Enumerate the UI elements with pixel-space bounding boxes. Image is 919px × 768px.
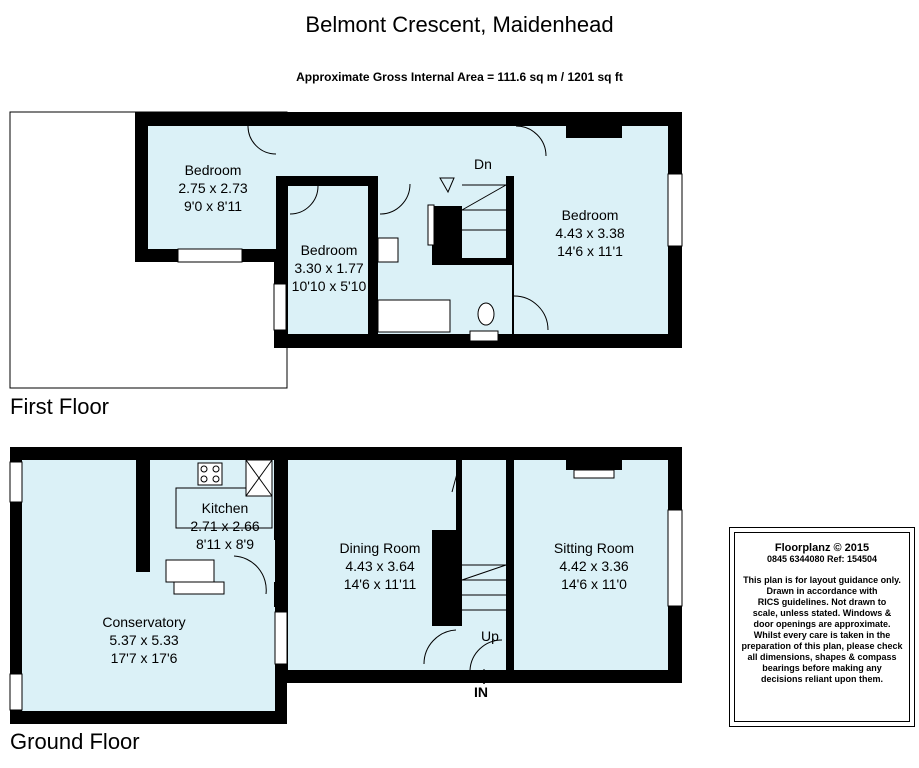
plan-title: Belmont Crescent, Maidenhead	[305, 12, 614, 37]
room-imperial: 14'6 x 11'0	[561, 576, 627, 592]
wall-dining-sitting	[506, 460, 514, 670]
chimney-first	[566, 112, 622, 138]
hob	[197, 462, 223, 486]
disclaimer-line: all dimensions, shapes & compass	[747, 652, 897, 662]
first-floor-label: First Floor	[10, 394, 109, 419]
ref-line: 0845 6344080 Ref: 154504	[766, 554, 878, 564]
stair-fill	[462, 170, 506, 258]
room-metric: 4.43 x 3.38	[555, 225, 625, 241]
entrance-arrow	[477, 668, 491, 684]
wall-kitchen-dining-2	[274, 582, 288, 607]
stair-block	[432, 530, 462, 626]
room-kitchen: Kitchen 2.71 x 2.66 8'11 x 8'9	[176, 499, 274, 553]
disclaimer-line: This plan is for layout guidance only.	[743, 575, 901, 585]
entrance-label: IN	[474, 684, 488, 700]
disclaimer-line: Whilst every care is taken in the	[753, 630, 891, 640]
room-conservatory: Conservatory 5.37 x 5.33 17'7 x 17'6	[84, 613, 204, 667]
window-f2	[273, 283, 287, 331]
room-metric: 2.75 x 2.73	[178, 180, 248, 196]
disclaimer-line: RICS guidelines. Not drawn to	[757, 597, 887, 607]
room-bedroom-2: Bedroom 3.30 x 1.77 10'10 x 5'10	[276, 241, 382, 295]
basin	[377, 237, 399, 263]
disclaimer-line: decisions reliant upon them.	[760, 674, 884, 684]
room-metric: 2.71 x 2.66	[190, 518, 260, 534]
ground-stairs	[461, 564, 507, 611]
room-bedroom-3: Bedroom 4.43 x 3.38 14'6 x 11'1	[530, 206, 650, 260]
room-name: Bedroom	[300, 242, 358, 258]
window-g5	[173, 581, 225, 595]
room-imperial: 14'6 x 11'1	[557, 243, 623, 259]
room-metric: 4.42 x 3.36	[559, 558, 629, 574]
room-metric: 5.37 x 5.33	[109, 632, 179, 648]
gross-area: Approximate Gross Internal Area = 111.6 …	[296, 70, 623, 84]
disclaimer-line: Drawn in accordance with	[766, 586, 878, 596]
room-name: Kitchen	[201, 500, 249, 516]
room-imperial: 17'7 x 17'6	[110, 650, 178, 666]
disclaimer-line: door openings are approximate.	[753, 619, 891, 629]
bedroom-1-fill	[148, 126, 276, 249]
disclaimer-box: Floorplanz © 2015 0845 6344080 Ref: 1545…	[729, 527, 915, 727]
first-door-swings	[247, 125, 549, 331]
room-dining: Dining Room 4.43 x 3.64 14'6 x 11'11	[320, 539, 440, 593]
window-f4	[427, 204, 435, 246]
wc-cistern	[469, 330, 499, 342]
window-g4	[667, 509, 683, 607]
disclaimer-line: bearings before making any	[762, 663, 882, 673]
bath	[377, 299, 451, 333]
window-g3	[274, 611, 288, 665]
room-metric: 3.30 x 1.77	[294, 260, 364, 276]
room-name: Bedroom	[561, 207, 619, 223]
ground-stair-fill	[462, 545, 506, 625]
worktop	[175, 487, 273, 529]
room-imperial: 10'10 x 5'10	[291, 278, 367, 294]
wall-stair	[456, 460, 462, 530]
fireplace-ground	[566, 460, 622, 470]
disclaimer-line: scale, unless stated. Windows &	[752, 608, 892, 618]
ground-door-swings	[233, 469, 503, 671]
room-name: Dining Room	[339, 540, 421, 556]
window-g1	[9, 461, 23, 503]
bedroom-3-fill	[514, 126, 668, 334]
sink	[165, 559, 215, 583]
stair-down-label: Dn	[474, 156, 492, 172]
room-name: Bedroom	[184, 162, 242, 178]
window-g2	[9, 673, 23, 711]
room-imperial: 8'11 x 8'9	[195, 536, 255, 552]
room-name: Sitting Room	[553, 540, 635, 556]
room-imperial: 9'0 x 8'11	[183, 198, 243, 214]
window-f3	[667, 173, 683, 247]
first-stairs	[461, 184, 507, 231]
wall-kitchen-dining	[274, 460, 288, 540]
landing-fill	[276, 126, 514, 176]
stair-up-label: Up	[481, 628, 499, 644]
sitting-fill	[514, 460, 668, 670]
ground-floor-label: Ground Floor	[10, 729, 140, 754]
room-imperial: 14'6 x 11'11	[343, 576, 417, 592]
room-name: Conservatory	[102, 614, 186, 630]
brand-line: Floorplanz © 2015	[774, 542, 870, 554]
room-metric: 4.43 x 3.64	[345, 558, 415, 574]
disclaimer-line: preparation of this plan, please check	[741, 641, 903, 651]
wc	[477, 302, 495, 326]
room-bedroom-1: Bedroom 2.75 x 2.73 9'0 x 8'11	[150, 161, 276, 215]
wall-cons-kitchen	[136, 460, 150, 572]
room-sitting: Sitting Room 4.42 x 3.36 14'6 x 11'0	[534, 539, 654, 593]
window-f1	[177, 248, 243, 263]
disclaimer-inner: Floorplanz © 2015 0845 6344080 Ref: 1545…	[734, 532, 910, 722]
bedroom-2-fill	[288, 186, 368, 334]
